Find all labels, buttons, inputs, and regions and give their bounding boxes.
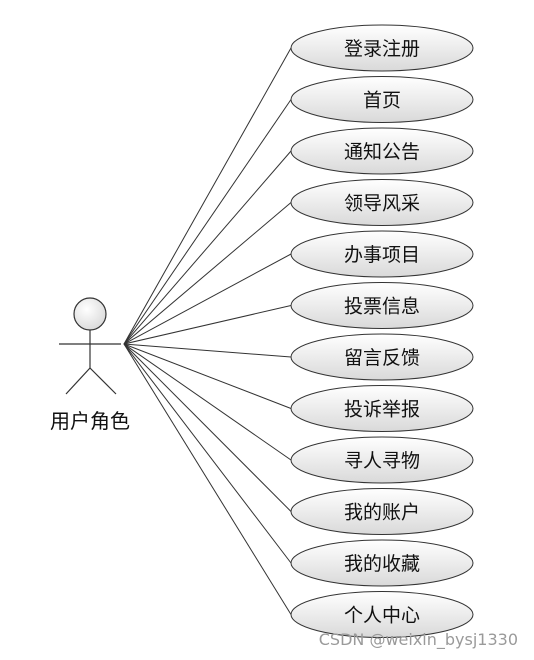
use-case-ellipse	[290, 385, 474, 432]
use-case-label: 登录注册	[344, 38, 420, 60]
use-case-ellipse	[290, 591, 474, 638]
use-case-ellipse	[290, 179, 474, 226]
use-case-ellipse	[290, 230, 474, 278]
use-case: 我的账户	[290, 488, 474, 535]
use-case: 我的收藏	[290, 539, 474, 587]
association-line	[123, 343, 292, 564]
association-lines	[123, 47, 292, 615]
association-line	[123, 99, 292, 345]
actor-label: 用户角色	[50, 409, 130, 433]
use-case-ellipse	[290, 436, 474, 484]
use-case-label: 领导风采	[344, 193, 420, 215]
use-case: 办事项目	[290, 230, 474, 278]
use-case: 领导风采	[290, 179, 474, 226]
use-case-label: 我的账户	[344, 502, 420, 524]
stick-figure-icon	[59, 297, 121, 395]
watermark: CSDN @weixin_bysj1330	[319, 630, 518, 650]
use-case-list: 登录注册首页通知公告领导风采办事项目投票信息留言反馈投诉举报寻人寻物我的账户我的…	[290, 24, 474, 638]
association-line	[123, 343, 292, 615]
use-case-ellipse	[290, 333, 474, 381]
association-line	[123, 343, 292, 358]
actor: 用户角色	[50, 297, 130, 433]
use-case-ellipse	[290, 488, 474, 535]
use-case: 投票信息	[290, 282, 474, 329]
association-line	[123, 343, 292, 512]
use-case: 首页	[290, 76, 474, 123]
association-line	[123, 343, 292, 409]
use-case: 个人中心	[290, 591, 474, 638]
use-case: 寻人寻物	[290, 436, 474, 484]
association-line	[123, 253, 292, 345]
use-case: 留言反馈	[290, 333, 474, 381]
use-case-label: 寻人寻物	[344, 450, 420, 472]
use-case-ellipse	[290, 539, 474, 587]
use-case-ellipse	[290, 127, 474, 175]
use-case-ellipse	[290, 76, 474, 123]
use-case-label: 通知公告	[344, 141, 420, 163]
use-case-label: 投诉举报	[344, 399, 420, 421]
use-case-ellipse	[290, 24, 474, 72]
association-line	[123, 150, 292, 345]
use-case-ellipse	[290, 282, 474, 329]
use-case: 登录注册	[290, 24, 474, 72]
use-case-label: 首页	[363, 90, 401, 112]
association-line	[123, 305, 292, 345]
use-case-label: 个人中心	[344, 605, 420, 627]
association-line	[123, 202, 292, 345]
association-line	[123, 343, 292, 461]
use-case-label: 办事项目	[344, 244, 420, 266]
use-case-label: 投票信息	[344, 296, 420, 318]
association-line	[123, 47, 292, 345]
use-case-label: 我的收藏	[344, 553, 420, 575]
use-case: 投诉举报	[290, 385, 474, 432]
use-case: 通知公告	[290, 127, 474, 175]
use-case-label: 留言反馈	[344, 347, 420, 369]
